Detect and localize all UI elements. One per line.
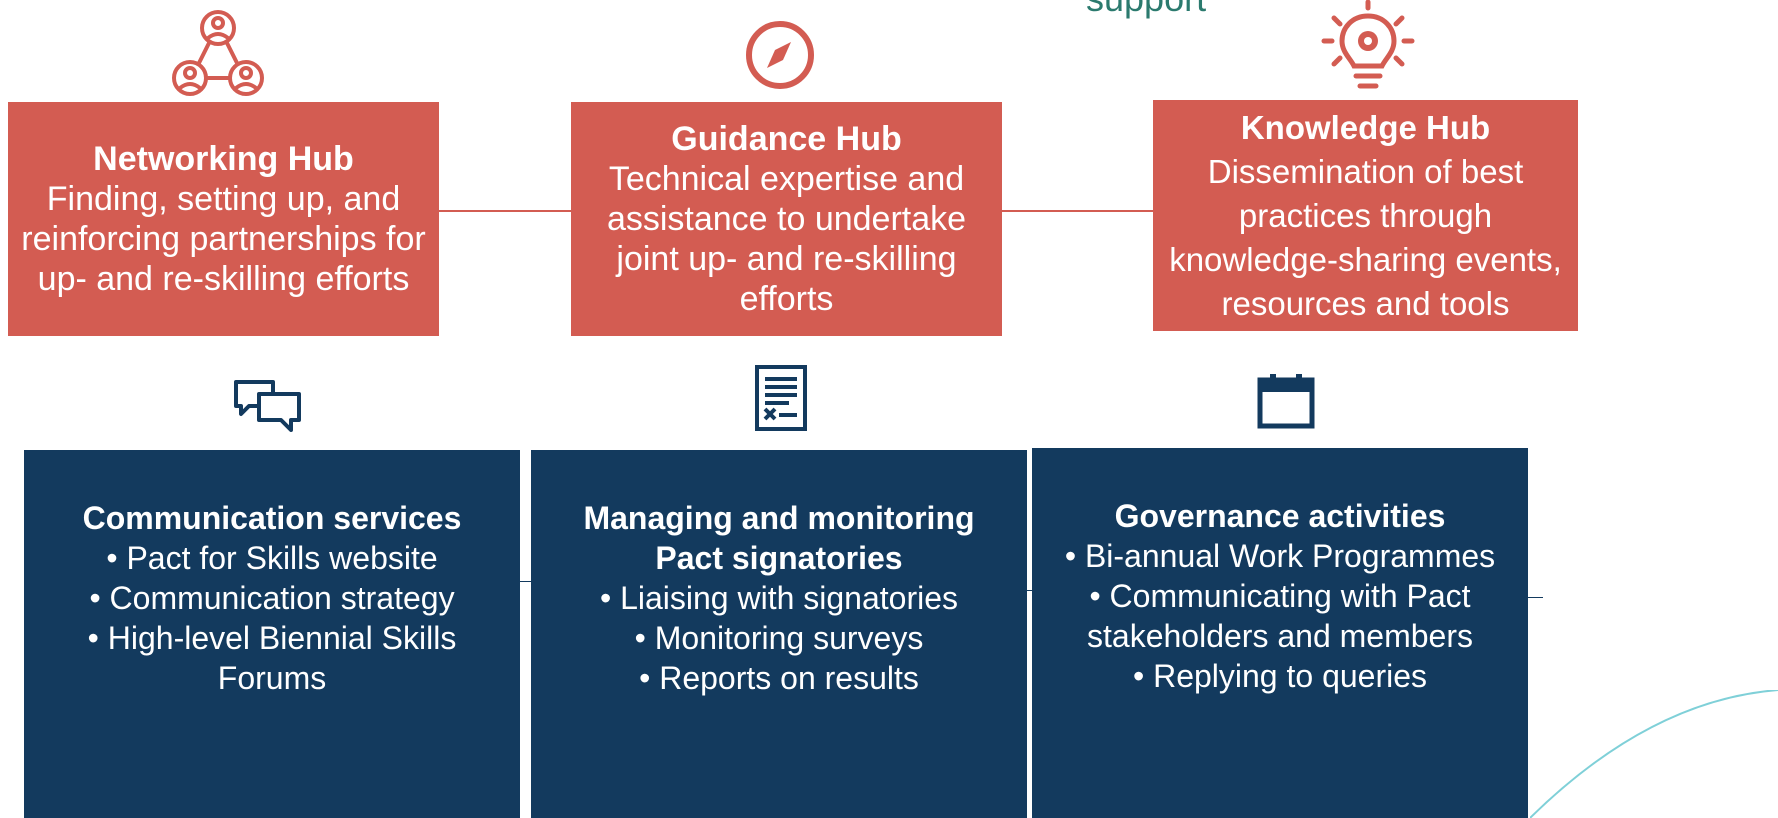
networking-hub-box: Networking Hub Finding, setting up, and … (8, 102, 439, 336)
list-item: Pact for Skills website (24, 538, 520, 578)
chat-bubbles-icon (234, 380, 301, 432)
list-item: Replying to queries (1032, 656, 1528, 696)
document-icon (755, 365, 807, 431)
knowledge-hub-line: resources and tools (1221, 284, 1510, 322)
guidance-hub-line: efforts (739, 280, 834, 318)
guidance-hub-box: Guidance Hub Technical expertise and ass… (571, 102, 1002, 336)
guidance-hub-title: Guidance Hub (671, 120, 902, 158)
guidance-hub-line: assistance to undertake (606, 200, 967, 238)
list-item: Communicating with Pact stakeholders and… (1032, 576, 1528, 656)
service-connector-1 (519, 581, 533, 582)
managing-monitoring-box: Managing and monitoring Pact signatories… (531, 450, 1027, 818)
knowledge-hub-line: Dissemination of best (1207, 152, 1524, 190)
service-title: Governance activities (1114, 498, 1446, 534)
service-connector-2 (1026, 590, 1034, 591)
list-item: Monitoring surveys (531, 618, 1027, 658)
list-item: Reports on results (531, 658, 1027, 698)
networking-hub-line: up- and re-skilling efforts (37, 260, 410, 298)
service-title: Pact signatories (655, 540, 903, 576)
compass-icon (746, 21, 814, 89)
knowledge-hub-line: knowledge-sharing events, (1169, 240, 1562, 278)
list-item: Liaising with signatories (531, 578, 1027, 618)
list-item: Bi-annual Work Programmes (1032, 536, 1528, 576)
service-connector-3 (1527, 597, 1543, 598)
communication-services-box: Communication services Pact for Skills w… (24, 450, 520, 818)
service-items: Liaising with signatories Monitoring sur… (531, 578, 1027, 698)
knowledge-hub-box: Knowledge Hub Dissemination of best prac… (1153, 100, 1578, 331)
hub-connector-1 (438, 210, 572, 212)
list-item: Communication strategy (24, 578, 520, 618)
guidance-hub-line: Technical expertise and (608, 160, 965, 198)
calendar-icon (1257, 374, 1315, 429)
service-items: Bi-annual Work Programmes Communicating … (1032, 536, 1528, 696)
header-partial-text: support (1086, 0, 1206, 20)
list-item: High-level Biennial Skills Forums (24, 618, 520, 698)
knowledge-hub-line: practices through (1238, 196, 1493, 234)
service-items: Pact for Skills website Communication st… (24, 538, 520, 698)
service-title: Managing and monitoring (583, 500, 975, 536)
lightbulb-gear-icon (1321, 0, 1415, 89)
networking-hub-title: Networking Hub (93, 140, 354, 178)
decorative-curve (1530, 690, 1778, 818)
networking-hub-line: Finding, setting up, and (46, 180, 401, 218)
governance-activities-box: Governance activities Bi-annual Work Pro… (1032, 448, 1528, 818)
hub-connector-2 (1002, 210, 1154, 212)
network-people-icon (172, 10, 264, 96)
knowledge-hub-title: Knowledge Hub (1240, 108, 1491, 146)
networking-hub-line: reinforcing partnerships for (21, 220, 426, 258)
guidance-hub-line: joint up- and re-skilling (616, 240, 957, 278)
service-title: Communication services (82, 500, 462, 536)
